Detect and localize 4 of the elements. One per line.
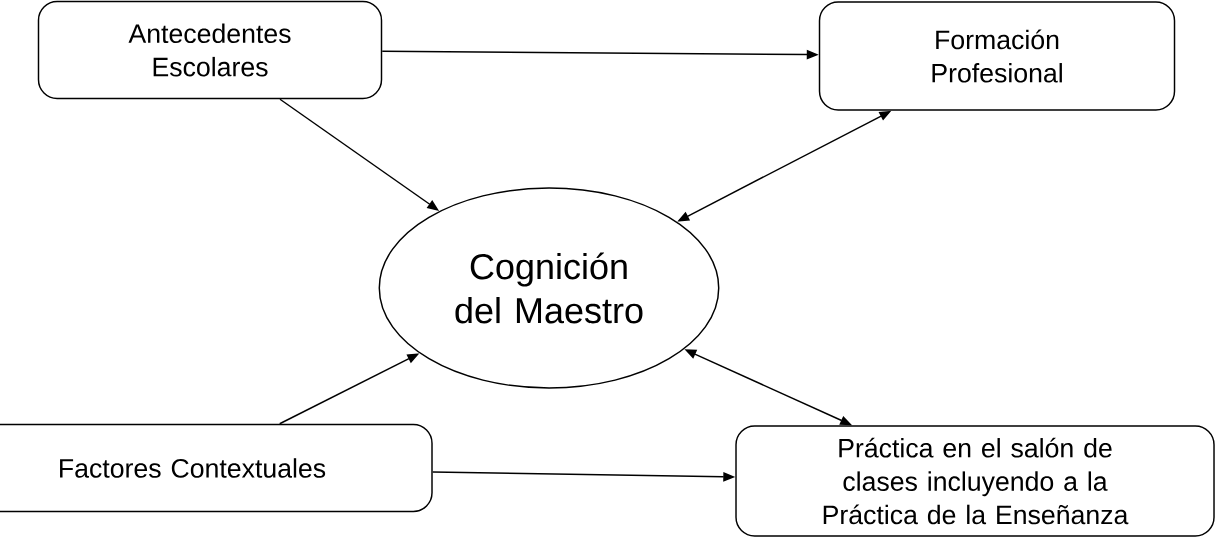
process-box: Factores Contextuales bbox=[0, 423, 433, 513]
process-box: Formación Profesional bbox=[818, 1, 1176, 111]
process-box: Antecedentes Escolares bbox=[37, 0, 383, 100]
process-box: Práctica en el salón de clases incluyendo a la Práctica de la Enseñanza bbox=[735, 425, 1215, 537]
